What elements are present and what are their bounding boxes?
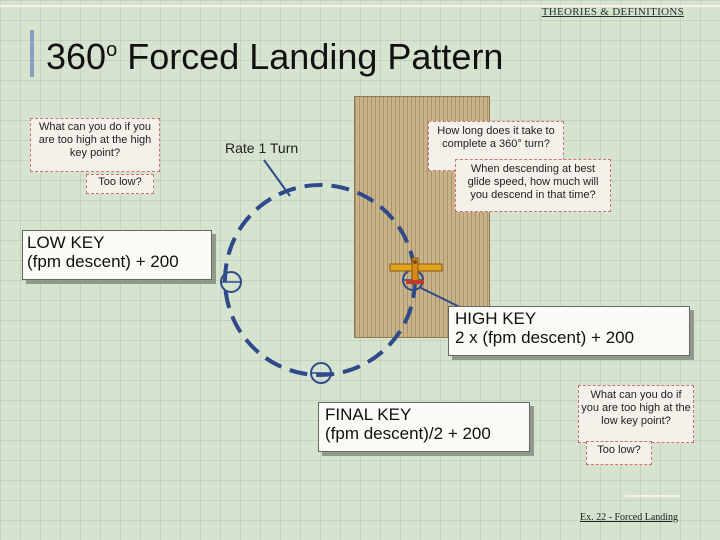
title-number: 360 [46, 36, 107, 77]
aircraft-icon [389, 257, 443, 285]
high-key-question-note: What can you do if you are too high at t… [30, 118, 160, 172]
final-key-title: FINAL KEY [325, 405, 412, 424]
low-key-marker [220, 271, 242, 293]
turn-circle [223, 183, 417, 377]
footer-reference: Ex. 22 - Forced Landing [580, 512, 679, 523]
high-key-formula: 2 x (fpm descent) + 200 [455, 328, 635, 347]
final-key-marker [310, 362, 332, 384]
final-key-box: FINAL KEY (fpm descent)/2 + 200 [318, 402, 530, 452]
page-title: 360o Forced Landing Pattern [30, 30, 503, 77]
low-key-formula: (fpm descent) + 200 [27, 252, 179, 271]
final-key-formula: (fpm descent)/2 + 200 [325, 424, 491, 443]
title-degree: o [106, 39, 118, 61]
header-rule [0, 5, 720, 7]
too-low-note-left: Too low? [86, 174, 154, 194]
high-key-title: HIGH KEY [455, 309, 537, 328]
high-key-box: HIGH KEY 2 x (fpm descent) + 200 [448, 306, 690, 356]
rate-1-turn-label: Rate 1 Turn [225, 140, 299, 156]
section-header: THEORIES & DEFINITIONS [541, 6, 684, 18]
low-key-title: LOW KEY [27, 233, 105, 252]
low-key-box: LOW KEY (fpm descent) + 200 [22, 230, 212, 280]
too-low-note-right: Too low? [586, 441, 652, 465]
rate-turn-pointer [263, 159, 291, 197]
low-key-question-note: What can you do if you are too high at t… [578, 385, 694, 443]
descent-note: When descending at best glide speed, how… [455, 159, 611, 212]
title-text: Forced Landing Pattern [117, 36, 504, 77]
